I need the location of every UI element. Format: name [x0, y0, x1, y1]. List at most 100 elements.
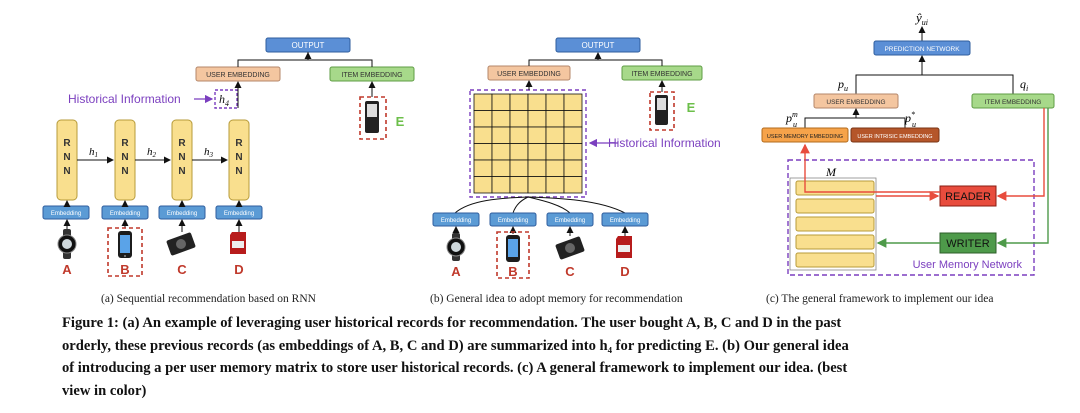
- svg-text:h1: h1: [89, 146, 98, 159]
- watch-icon-b: [446, 233, 466, 261]
- rnn-letter: N: [121, 152, 128, 163]
- memory-cell: [473, 110, 493, 128]
- h4-label: h: [219, 92, 225, 106]
- memory-slot: [795, 234, 875, 250]
- item-label-a: A: [62, 262, 72, 277]
- h4-box: [214, 89, 238, 109]
- memory-cell: [491, 159, 511, 177]
- memory-cell: [545, 93, 565, 111]
- prediction-network-label: PREDICTION NETWORK: [884, 46, 960, 53]
- subcaption-a: (a) Sequential recommendation based on R…: [101, 293, 316, 305]
- memory-cell: [527, 93, 547, 111]
- memory-slot: [795, 180, 875, 196]
- user-intrinsic-embedding-label: USER INTRISIC EMBEDDING: [857, 134, 932, 140]
- p-u-m-label: p: [785, 111, 792, 125]
- memory-cell: [527, 110, 547, 128]
- item-label-d-b: D: [620, 264, 629, 279]
- svg-text:ŷui: ŷui: [914, 10, 928, 27]
- embedding-row-a: Embedding Embedding Embedding Embedding: [42, 205, 263, 220]
- memory-cell: [473, 176, 493, 194]
- p-u-star-label: p: [904, 111, 911, 125]
- svg-text:p*: p*: [904, 110, 915, 125]
- memory-cell: [491, 176, 511, 194]
- writer-label: WRITER: [946, 238, 989, 250]
- rnn-letter: N: [63, 166, 70, 177]
- memory-cell: [473, 93, 493, 111]
- rnn-letter: N: [235, 152, 242, 163]
- memory-m-label: M: [825, 165, 837, 179]
- embedding-label-b4: Embedding: [610, 218, 640, 224]
- p-u-star-sup: *: [911, 110, 915, 119]
- fridge-icon-b: [655, 95, 668, 125]
- rnn-letter: R: [235, 138, 243, 149]
- user-embedding-label: USER EMBEDDING: [206, 72, 270, 79]
- rnn-cells: [56, 119, 250, 201]
- h2-sub: 2: [153, 151, 157, 159]
- embedding-row-b: Embedding Embedding Embedding Embedding: [432, 212, 649, 227]
- svg-text:h3: h3: [204, 146, 214, 159]
- memory-cell: [527, 176, 547, 194]
- memory-cell: [473, 159, 493, 177]
- embedding-label-b3: Embedding: [555, 218, 585, 224]
- item-embedding-label-b: ITEM EMBEDDING: [631, 71, 692, 78]
- rnn-letter: N: [178, 152, 185, 163]
- memory-cell: [509, 143, 529, 161]
- embedding-label-a3: Embedding: [167, 211, 197, 217]
- phone-icon: [118, 231, 132, 258]
- y-hat-label: ŷ: [914, 10, 922, 25]
- embedding-label-a1: Embedding: [51, 211, 81, 217]
- embedding-label-b2: Embedding: [498, 218, 528, 224]
- memory-rows: [795, 180, 875, 268]
- panel-a: OUTPUT USER EMBEDDING ITEM EMBEDDING His…: [42, 37, 415, 277]
- user-memory-embedding-box: [761, 127, 849, 143]
- memory-cell: [527, 159, 547, 177]
- memory-cell: [527, 143, 547, 161]
- camera-icon-b: [555, 236, 585, 260]
- item-e-highlight-b: [649, 91, 675, 131]
- rnn-letter: R: [63, 138, 71, 149]
- memory-cell: [545, 176, 565, 194]
- h3-label: h: [204, 146, 210, 158]
- rnn-letter: N: [121, 166, 128, 177]
- svg-text:qi: qi: [1020, 77, 1028, 93]
- item-label-c-b: C: [565, 264, 575, 279]
- sd-card-icon-b: [616, 236, 632, 258]
- memory-cell: [563, 176, 583, 194]
- q-i-sub: i: [1026, 84, 1028, 93]
- output-label-b: OUTPUT: [582, 41, 615, 50]
- camera-icon: [166, 232, 196, 256]
- memory-cell: [473, 143, 493, 161]
- p-u-m-sub: u: [793, 120, 797, 129]
- reader-label: READER: [945, 191, 991, 203]
- p-u-m-sup: m: [792, 110, 798, 119]
- historical-info-label: Historical Information: [68, 92, 181, 106]
- item-label-b-b: B: [508, 264, 517, 279]
- panel-b: OUTPUT USER EMBEDDING ITEM EMBEDDING His…: [432, 37, 721, 279]
- rnn-letter: N: [235, 166, 242, 177]
- caption-line-1: Figure 1: (a) An example of leveraging u…: [62, 315, 842, 331]
- memory-cell: [545, 126, 565, 144]
- p-u-sub: u: [844, 84, 848, 93]
- memory-cell: [509, 159, 529, 177]
- fridge-icon: [365, 101, 379, 133]
- item-label-e-b: E: [687, 100, 696, 115]
- svg-text:h2: h2: [147, 146, 157, 159]
- q-i-label: q: [1020, 77, 1026, 91]
- item-embedding-label-c: ITEM EMBEDDING: [985, 99, 1042, 106]
- user-embedding-label-b: USER EMBEDDING: [497, 71, 561, 78]
- user-memory-network-label: User Memory Network: [913, 259, 1023, 271]
- caption-line-3: of introducing a per user memory matrix …: [62, 360, 848, 376]
- memory-cell: [527, 126, 547, 144]
- svg-text:pu: pu: [837, 77, 848, 93]
- svg-text:h4: h4: [219, 92, 229, 108]
- h3-sub: 3: [209, 151, 214, 159]
- item-b-highlight-b: [496, 231, 530, 279]
- item-label-a-b: A: [451, 264, 461, 279]
- rnn-letter: N: [63, 152, 70, 163]
- subcaption-c: (c) The general framework to implement o…: [766, 293, 994, 305]
- memory-cell: [545, 110, 565, 128]
- user-memory-embedding-label: USER MEMORY EMBEDDING: [767, 134, 843, 140]
- user-intrinsic-embedding-box: [850, 127, 940, 143]
- figure-1: OUTPUT USER EMBEDDING ITEM EMBEDDING His…: [42, 10, 1055, 279]
